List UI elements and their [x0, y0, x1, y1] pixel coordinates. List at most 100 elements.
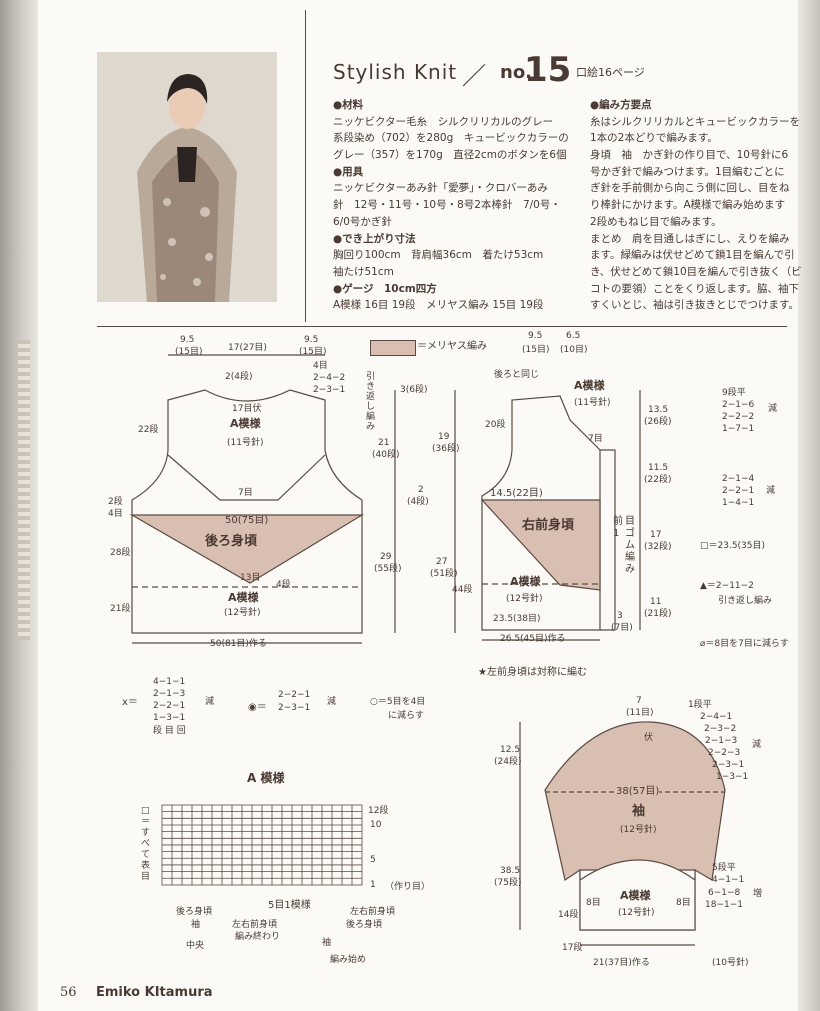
sleeve-17rows: 17段: [562, 943, 583, 953]
sleeve-needle-10: (10号針): [712, 958, 749, 968]
chart-label-sleeve: 袖: [191, 920, 201, 930]
back-armhole-rows: 22段: [138, 425, 159, 435]
tools-line: 6/0号かぎ針: [333, 215, 392, 228]
page-number: 56: [60, 985, 77, 1000]
header-divider: [305, 10, 306, 322]
chart-label-sleeve2: 袖: [322, 938, 332, 948]
front-band-width: 14.5(22目): [490, 488, 543, 499]
front-neck-width: 6.5: [566, 331, 581, 341]
pattern-title: A 模様: [247, 771, 285, 785]
instructions-line: ぎ針を手前側から向こう側に回し、目をね: [590, 182, 790, 195]
sleeve-bindoff: 伏: [644, 733, 654, 743]
back-bindoff: 17目伏: [232, 404, 262, 414]
front-pattern-label: A模様: [574, 379, 605, 392]
sleeve-dec-suffix: 減: [752, 740, 762, 750]
chart-label-start: 編み始め: [330, 955, 367, 965]
x-decrease-label: x＝: [122, 697, 138, 708]
sleeve-length: 38.5: [500, 866, 521, 876]
x-row: 2−2−1: [153, 701, 186, 711]
pattern-row-label: 5: [370, 855, 376, 865]
front-20rows: 20段: [485, 420, 506, 430]
back-neck-width: 17(27目): [228, 343, 267, 353]
size-line: 袖たけ51cm: [333, 265, 394, 278]
five-to-four: ○＝5目を4目: [370, 697, 426, 707]
sleeve-piece-name: 袖: [632, 804, 646, 819]
photo-page-ref: 口絵16ページ: [576, 66, 645, 79]
sleeve-inc-suffix: 増: [753, 889, 763, 899]
model-illustration: [97, 52, 277, 302]
front-mid-rows: (22段): [644, 475, 672, 485]
o-decrease-label: ◉＝: [248, 702, 267, 713]
key-row1: 1−7−1: [722, 424, 755, 434]
back-2rows: 2段: [108, 497, 123, 507]
back-cast-on: 50(81目)作る: [210, 639, 267, 649]
front-44rows: 44段: [452, 585, 473, 595]
instructions-line: 1本の2本どりで編みます。: [590, 132, 718, 145]
sleeve-cap-dec: 2−4−1: [700, 712, 733, 722]
designer-name: Emiko KItamura: [96, 985, 213, 1000]
tools-line: 針 12号・11号・10号・8号2本棒針 7/0号・: [333, 199, 561, 212]
key-row1: 9段平: [722, 388, 746, 398]
left-front-note: ★左前身頃は対称に編む: [478, 667, 587, 678]
front-rib-char: 前: [613, 516, 623, 527]
front-shoulder-stitches: (15目): [522, 345, 550, 355]
back-shoulder-stitches-right: (15目): [299, 347, 327, 357]
pattern-note-char: 目: [141, 872, 151, 882]
chart-label-back: 後ろ身頃: [176, 907, 213, 917]
front-needle-label: (11号針): [574, 398, 611, 408]
back-needle-label: (11号針): [227, 438, 264, 448]
key-row2-suffix: 減: [766, 486, 776, 496]
back-short-rows: 引き返し編み: [366, 372, 376, 432]
front-neck-height: 13.5: [648, 405, 669, 415]
front-21rows: (21段): [644, 609, 672, 619]
instructions-line: り棒針にかけます。A模様で編み始めます: [590, 199, 786, 212]
pattern-note-char: □: [141, 806, 150, 816]
back-shoulder-stitches: (15目): [175, 347, 203, 357]
instructions-line: ます。緑編みは伏せどめて鎖1目を編んで引: [590, 249, 795, 262]
front-same-as-back: 後ろと同じ: [494, 370, 540, 380]
instructions-block: ●編み方要点 糸はシルクリリカルとキュービックカラーを 1本の2本どりで編みます…: [590, 97, 802, 314]
instructions-line: 糸はシルクリリカルとキュービックカラーを: [590, 115, 800, 128]
front-shoulder-width: 9.5: [528, 331, 543, 341]
gauge-line: A模様 16目 19段 メリヤス編み 15目 19段: [333, 299, 544, 312]
x-footer: 段 目 回: [153, 726, 186, 736]
sleeve-8sts-right: 8目: [676, 898, 691, 908]
sleeve-14rows: 14段: [558, 910, 579, 920]
front-armhole-height-rows: (36段): [432, 444, 460, 454]
back-pattern-bottom: A模様: [228, 591, 259, 604]
sleeve-cap-dec: 2−2−3: [708, 748, 741, 758]
pattern-repeat: 5目1模様: [268, 900, 311, 911]
chart-label-front2: 左右前身頃: [350, 907, 396, 917]
size-heading: ●でき上がり寸法: [333, 232, 416, 245]
sleeve-length-rows: (75段): [494, 878, 522, 888]
sleeve-cap-dec: 1段平: [688, 700, 712, 710]
instructions-line: 2段めもねじ目で編みます。: [590, 215, 722, 228]
sleeve-cap-height: 12.5: [500, 745, 521, 755]
x-row: 2−1−3: [153, 689, 186, 699]
model-photo: [97, 52, 277, 302]
sleeve-8sts-left: 8目: [586, 898, 601, 908]
pattern-note-char: て: [141, 850, 151, 860]
instructions-line: 号かぎ針で編みつけます。1目編むごとに: [590, 165, 785, 178]
back-shoulder-width: 9.5: [180, 335, 195, 345]
x-row: 1−3−1: [153, 713, 186, 723]
chart-label-end: 編み終わり: [235, 932, 281, 942]
front-17: 17: [650, 530, 662, 540]
size-line: 胸回り100cm 背肩幅36cm 着たけ53cm: [333, 249, 544, 262]
back-28rows: 28段: [110, 548, 131, 558]
back-armhole-height-rows: (40段): [372, 450, 400, 460]
sleeve-top-stitches: (11目): [626, 708, 654, 718]
back-neck-depth: 2(4段): [225, 372, 253, 382]
item-no-label: no.: [500, 62, 533, 83]
instructions-line: き、伏せどめて鎖10目を編んで引き抜く（ビ: [590, 265, 802, 278]
pattern-note-char: ＝: [141, 817, 151, 827]
front-rib-char: 目: [625, 516, 635, 527]
sleeve-cap-rows: (24段): [494, 757, 522, 767]
underarm-depth-rows: (4段): [407, 497, 429, 507]
front-body-length: 27: [436, 557, 448, 567]
key-row1-suffix: 減: [768, 404, 778, 414]
materials-heading: ●材料: [333, 99, 364, 111]
